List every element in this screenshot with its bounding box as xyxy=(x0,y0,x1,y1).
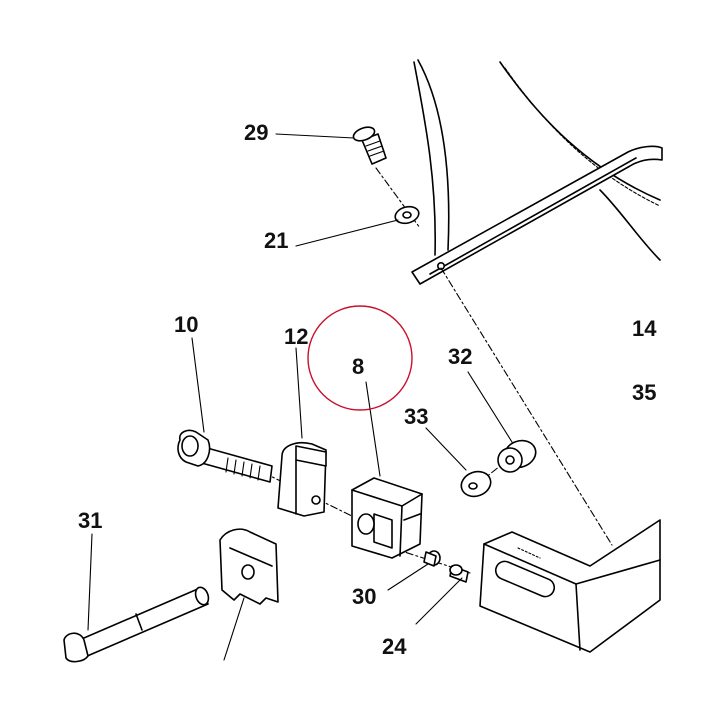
clip-plate xyxy=(219,528,279,605)
bushing-30 xyxy=(423,550,441,567)
callout-35: 35 xyxy=(632,380,656,405)
screw-24 xyxy=(449,564,469,583)
body-panel xyxy=(413,59,661,261)
callout-10: 10 xyxy=(174,312,198,337)
slotted-bracket xyxy=(479,519,661,653)
screw-29 xyxy=(352,126,387,165)
callout-29: 29 xyxy=(244,120,268,145)
callout-30: 30 xyxy=(352,584,376,609)
callout-14: 14 xyxy=(632,316,657,341)
bolt-10 xyxy=(177,429,273,483)
pin-31 xyxy=(63,586,210,663)
block-12 xyxy=(277,441,327,517)
highlight-circle xyxy=(307,305,413,411)
grommet-32 xyxy=(497,439,537,473)
callout-12: 12 xyxy=(284,324,308,349)
callout-8: 8 xyxy=(352,354,364,379)
strap-bracket xyxy=(411,145,663,285)
mount-8 xyxy=(351,477,423,559)
callout-33: 33 xyxy=(404,404,428,429)
washer-33 xyxy=(460,470,492,498)
callout-21: 21 xyxy=(264,228,288,253)
callout-32: 32 xyxy=(448,344,472,369)
leader-lines xyxy=(87,133,513,661)
callout-labels: 29 21 10 12 8 32 33 14 35 31 30 24 xyxy=(78,120,657,659)
washer-21 xyxy=(394,205,420,225)
callout-31: 31 xyxy=(78,508,102,533)
callout-24: 24 xyxy=(382,634,407,659)
